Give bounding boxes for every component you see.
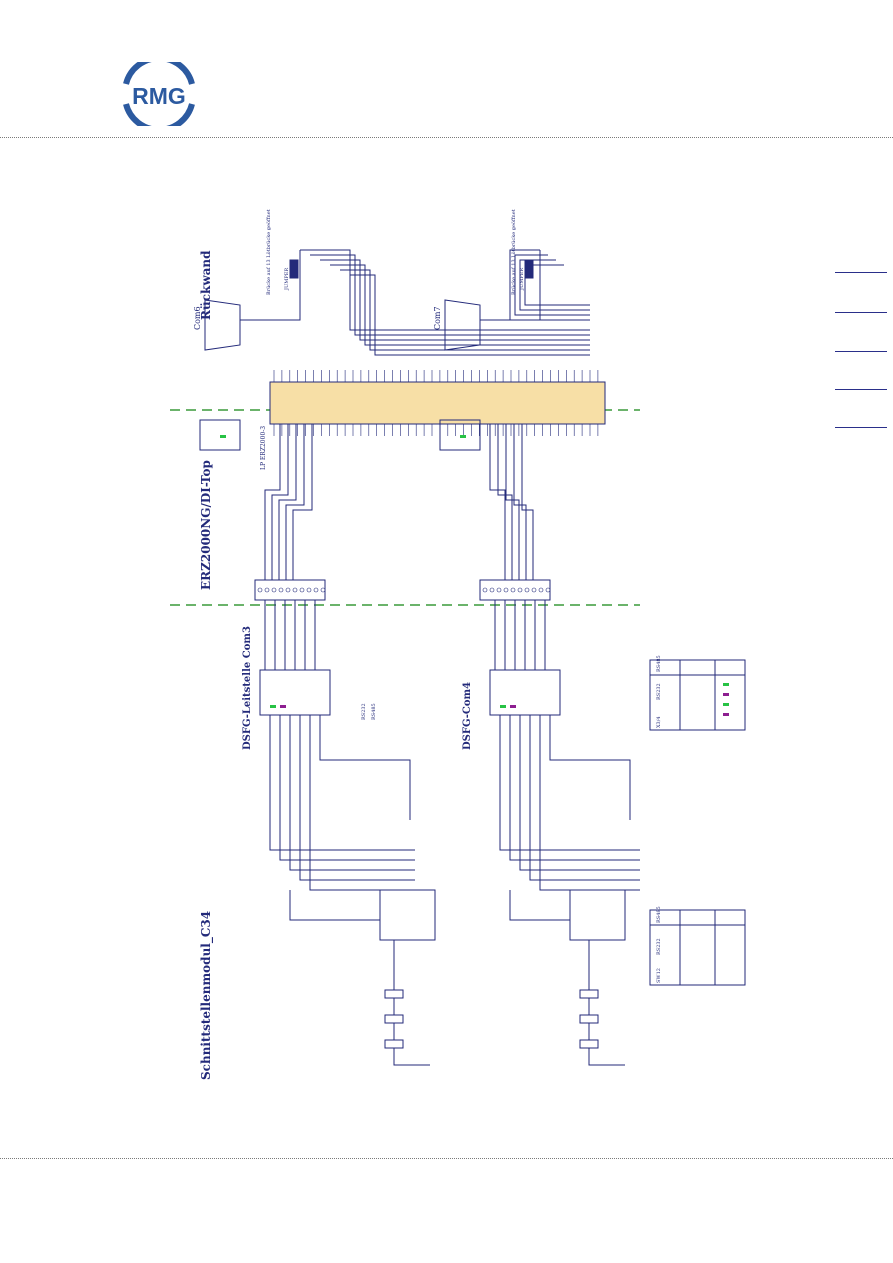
label-bridge-2: Brücke auf 13 Lötbrücke geöffnet (511, 209, 517, 295)
connector-pin (482, 587, 488, 593)
sw-table (649, 909, 746, 986)
side-mark-2 (835, 312, 887, 313)
db9-com6 (204, 299, 241, 351)
x4-col2: RS232 (656, 683, 662, 700)
title-top: ERZ2000NG/DI-Top (199, 460, 213, 590)
switch-sw1 (379, 889, 436, 941)
resistor-r4 (579, 989, 599, 999)
x4-col1: X3/4 (656, 716, 662, 728)
sw-col1: SW12 (656, 968, 662, 983)
connector-pin (496, 587, 502, 593)
resistor-r3 (384, 1039, 404, 1049)
dsfg-com4-block (489, 669, 561, 716)
circuit-diagram: Schnittstellenmodul_C34 ERZ2000NG/DI-Top… (170, 209, 746, 1080)
swatch-group (220, 435, 729, 716)
switch-sw2 (569, 889, 626, 941)
connector-pin (531, 587, 537, 593)
connector-pin (489, 587, 495, 593)
x4-table (649, 659, 746, 731)
connector-pin (313, 587, 319, 593)
rs-table-com7 (439, 419, 481, 451)
connector-pin (503, 587, 509, 593)
connector-pin (264, 587, 270, 593)
side-mark-1 (835, 272, 887, 273)
resistor-r5 (579, 1014, 599, 1024)
legend-rs232: RS232 (361, 703, 367, 720)
dsfg-com3-block (259, 669, 331, 716)
connector-pin (257, 587, 263, 593)
connector-pin (292, 587, 298, 593)
rmg-logo: RMG (123, 62, 195, 126)
connector-pin (271, 587, 277, 593)
connector-pin (524, 587, 530, 593)
connector-pin (517, 587, 523, 593)
label-com6: Com6 (193, 306, 202, 330)
side-mark-5 (835, 427, 887, 428)
jumper-top (289, 259, 299, 279)
connector-pin (538, 587, 544, 593)
label-com4: DSFG-Com4 (462, 682, 473, 750)
resistor-r1 (384, 989, 404, 999)
label-jumper-bottom: JUMPER (519, 268, 525, 291)
connector-pin (278, 587, 284, 593)
title-main: Schnittstellenmodul_C34 (199, 911, 214, 1080)
sw-col2: RS232 (656, 938, 662, 955)
rs-table-com6 (199, 419, 241, 451)
x4-col3: RS485 (656, 655, 662, 672)
connector-pin (299, 587, 305, 593)
jumper-bottom (524, 259, 534, 279)
resistor-r6 (579, 1039, 599, 1049)
side-mark-3 (835, 351, 887, 352)
footer-rule (0, 1158, 893, 1159)
db9-com7 (444, 299, 481, 351)
label-jumper-top: JUMPER (284, 268, 290, 291)
connector-pin (510, 587, 516, 593)
legend-rs485: RS485 (371, 703, 377, 720)
connector-pin (320, 587, 326, 593)
connector-pin (545, 587, 551, 593)
logo-text: RMG (132, 83, 186, 109)
backplane-connector (269, 381, 606, 425)
label-com3: DSFG-Leitstelle Com3 (242, 626, 253, 750)
side-mark-4 (835, 389, 887, 390)
label-com7: Com7 (433, 306, 442, 330)
resistor-r2 (384, 1014, 404, 1024)
title-right: Rückwand (199, 250, 213, 320)
connector-pin (306, 587, 312, 593)
label-board: LP ERZ2000-3 (260, 426, 267, 470)
connector-pin (285, 587, 291, 593)
sw-col3: RS485 (656, 906, 662, 923)
header-rule (0, 137, 893, 138)
label-bridge-1: Brücke auf 13 Lötbrücke geöffnet (266, 209, 272, 295)
